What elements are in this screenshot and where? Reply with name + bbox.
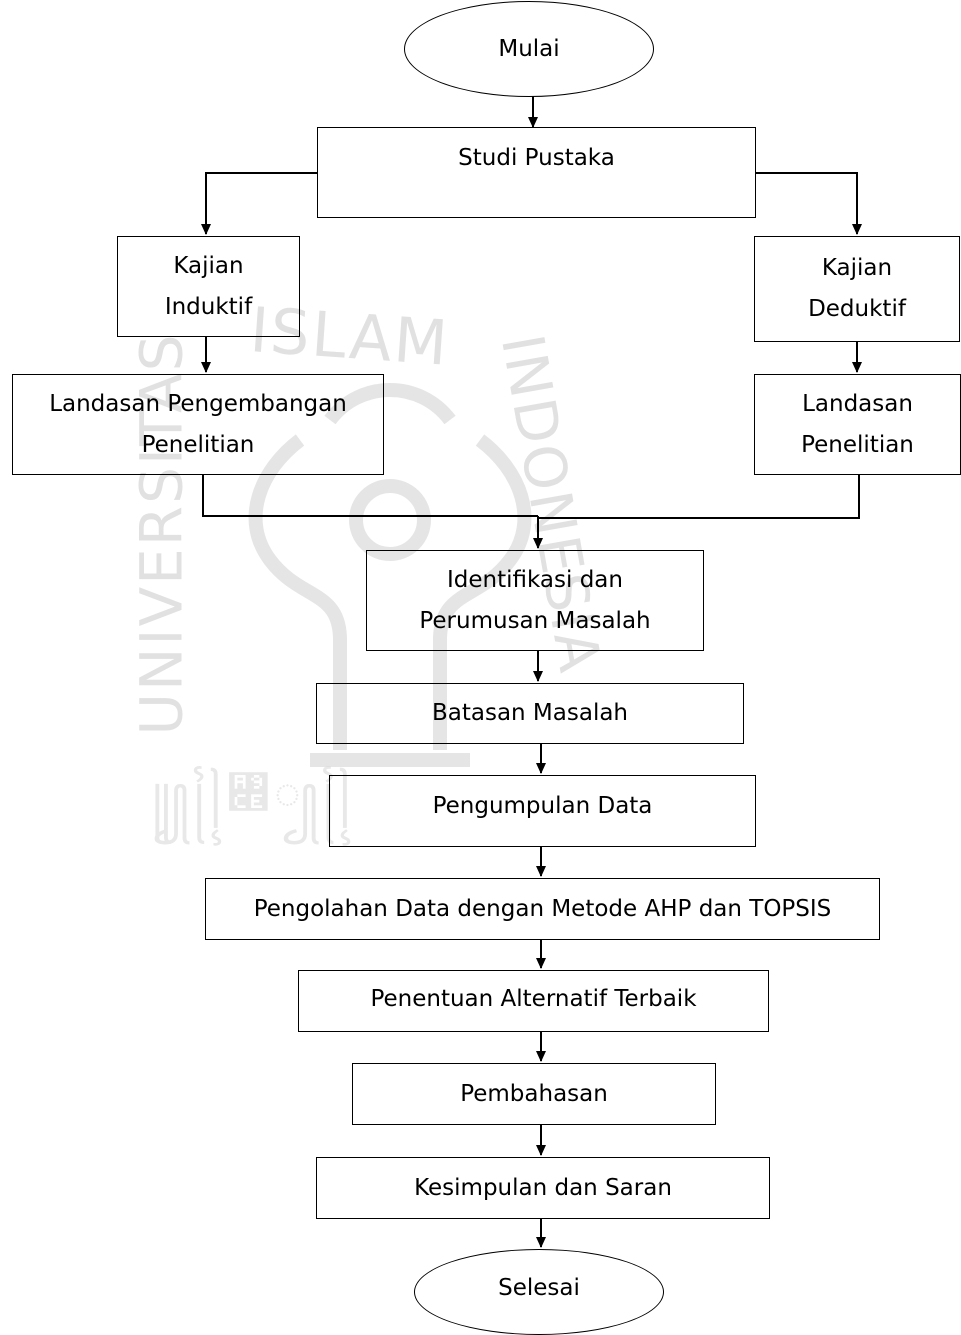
node-landasan-penelitian-line2: Penelitian: [801, 431, 914, 458]
node-kajian-induktif: Kajian Induktif: [117, 236, 300, 337]
node-kajian-deduktif-line1: Kajian: [821, 255, 893, 281]
node-penentuan-alternatif-label: Penentuan Alternatif Terbaik: [370, 986, 697, 1012]
node-landasan-penelitian-line1: Landasan: [802, 390, 913, 417]
node-selesai: Selesai: [414, 1249, 664, 1335]
node-landasan-penelitian: Landasan Penelitian: [754, 374, 961, 475]
node-penentuan-alternatif: Penentuan Alternatif Terbaik: [298, 970, 769, 1032]
merge-right: [538, 474, 860, 519]
node-kajian-deduktif: Kajian Deduktif: [754, 236, 960, 342]
node-kajian-induktif-line1: Kajian: [173, 252, 244, 279]
node-studi-pustaka: Studi Pustaka: [317, 127, 756, 218]
merge-left: [202, 474, 538, 517]
node-pengolahan-data-label: Pengolahan Data dengan Metode AHP dan TO…: [253, 895, 832, 922]
node-mulai: Mulai: [404, 1, 654, 97]
node-pengolahan-data: Pengolahan Data dengan Metode AHP dan TO…: [205, 878, 880, 940]
node-pembahasan: Pembahasan: [352, 1063, 716, 1125]
node-landasan-pengembangan: Landasan Pengembangan Penelitian: [12, 374, 384, 475]
node-mulai-label: Mulai: [498, 36, 560, 62]
node-landasan-pengembangan-line1: Landasan Pengembangan: [49, 390, 347, 417]
node-kesimpulan-saran: Kesimpulan dan Saran: [316, 1157, 770, 1219]
node-pembahasan-label: Pembahasan: [460, 1080, 608, 1107]
node-identifikasi-line1: Identifikasi dan: [447, 566, 623, 593]
node-kajian-induktif-line2: Induktif: [164, 293, 253, 320]
node-landasan-pengembangan-line2: Penelitian: [141, 431, 255, 458]
arrow-studi-induktif: [201, 172, 318, 235]
node-kesimpulan-saran-label: Kesimpulan dan Saran: [414, 1174, 672, 1201]
node-studi-pustaka-label: Studi Pustaka: [458, 145, 615, 171]
node-identifikasi-line2: Perumusan Masalah: [419, 607, 651, 634]
node-pengumpulan-data-label: Pengumpulan Data: [432, 793, 653, 819]
node-pengumpulan-data: Pengumpulan Data: [329, 775, 756, 847]
node-identifikasi: Identifikasi dan Perumusan Masalah: [366, 550, 704, 651]
arrow-studi-deduktif: [755, 172, 862, 235]
node-kajian-deduktif-line2: Deduktif: [808, 296, 906, 322]
node-batasan-masalah-label: Batasan Masalah: [431, 700, 629, 726]
node-batasan-masalah: Batasan Masalah: [316, 683, 744, 744]
node-selesai-label: Selesai: [498, 1275, 580, 1301]
